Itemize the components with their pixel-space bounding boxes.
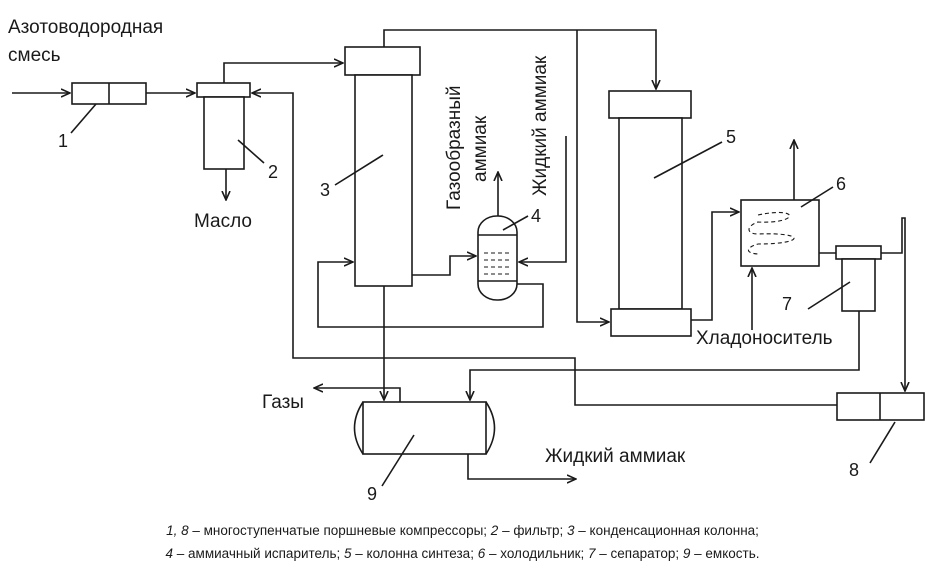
- flow-lines: [12, 29, 905, 479]
- legend-desc: – многоступенчатые поршневые компрессоры…: [188, 523, 491, 538]
- legend-desc: – колонна синтеза;: [351, 546, 478, 561]
- legend-desc: – фильтр;: [498, 523, 568, 538]
- compressor-8: [836, 392, 925, 421]
- component-number-9: 9: [367, 484, 377, 504]
- legend-key: 9: [682, 546, 691, 561]
- synthesis-column-5: [608, 90, 692, 337]
- legend-key: 2: [490, 523, 499, 538]
- component-number-5: 5: [726, 127, 736, 147]
- component-number-8: 8: [849, 460, 859, 480]
- gaseous-ammonia-label-line1: Газообразный: [444, 86, 465, 210]
- oil-label: Масло: [194, 211, 252, 232]
- ammonia-evaporator-4: [477, 215, 518, 301]
- component-number-7: 7: [782, 294, 792, 314]
- condensation-column-3: [344, 46, 421, 287]
- legend-key: 6: [477, 546, 486, 561]
- liquid-ammonia-out-label: Жидкий аммиак: [545, 446, 686, 467]
- component-number-6: 6: [836, 174, 846, 194]
- tank-9: [353, 401, 496, 455]
- legend-key: 3: [567, 523, 575, 538]
- gaseous-ammonia-label-line2: аммиак: [470, 115, 491, 182]
- legend-desc: – холодильник;: [485, 546, 589, 561]
- component-number-4: 4: [531, 206, 541, 226]
- component-number-3: 3: [320, 180, 330, 200]
- legend-key: 7: [588, 546, 596, 561]
- filter-2: [196, 82, 251, 170]
- separator-7: [835, 245, 882, 312]
- refrigerator-6: [740, 199, 820, 267]
- liquid-ammonia-vertical-label: Жидкий аммиак: [530, 55, 551, 196]
- legend-key: 1, 8: [166, 523, 189, 538]
- leader-lines: [70, 103, 896, 487]
- legend-desc: – конденсационная колонна;: [574, 523, 759, 538]
- component-number-1: 1: [58, 131, 68, 151]
- compressor-1: [71, 82, 147, 105]
- feed-label-line2: смесь: [8, 45, 61, 66]
- component-number-2: 2: [268, 162, 278, 182]
- legend-desc: – сепаратор;: [595, 546, 683, 561]
- legend-line-1: 1, 8 – многоступенчатые поршневые компре…: [0, 523, 925, 538]
- legend-desc: – аммиачный испаритель;: [173, 546, 344, 561]
- coolant-label: Хладоноситель: [696, 328, 833, 349]
- feed-label-line1: Азотоводородная: [8, 17, 163, 38]
- legend-key: 4: [165, 546, 174, 561]
- legend-key: 5: [344, 546, 352, 561]
- gases-label: Газы: [262, 392, 304, 413]
- legend-desc: – емкость.: [690, 546, 760, 561]
- legend-line-2: 4 – аммиачный испаритель; 5 – колонна си…: [0, 546, 925, 561]
